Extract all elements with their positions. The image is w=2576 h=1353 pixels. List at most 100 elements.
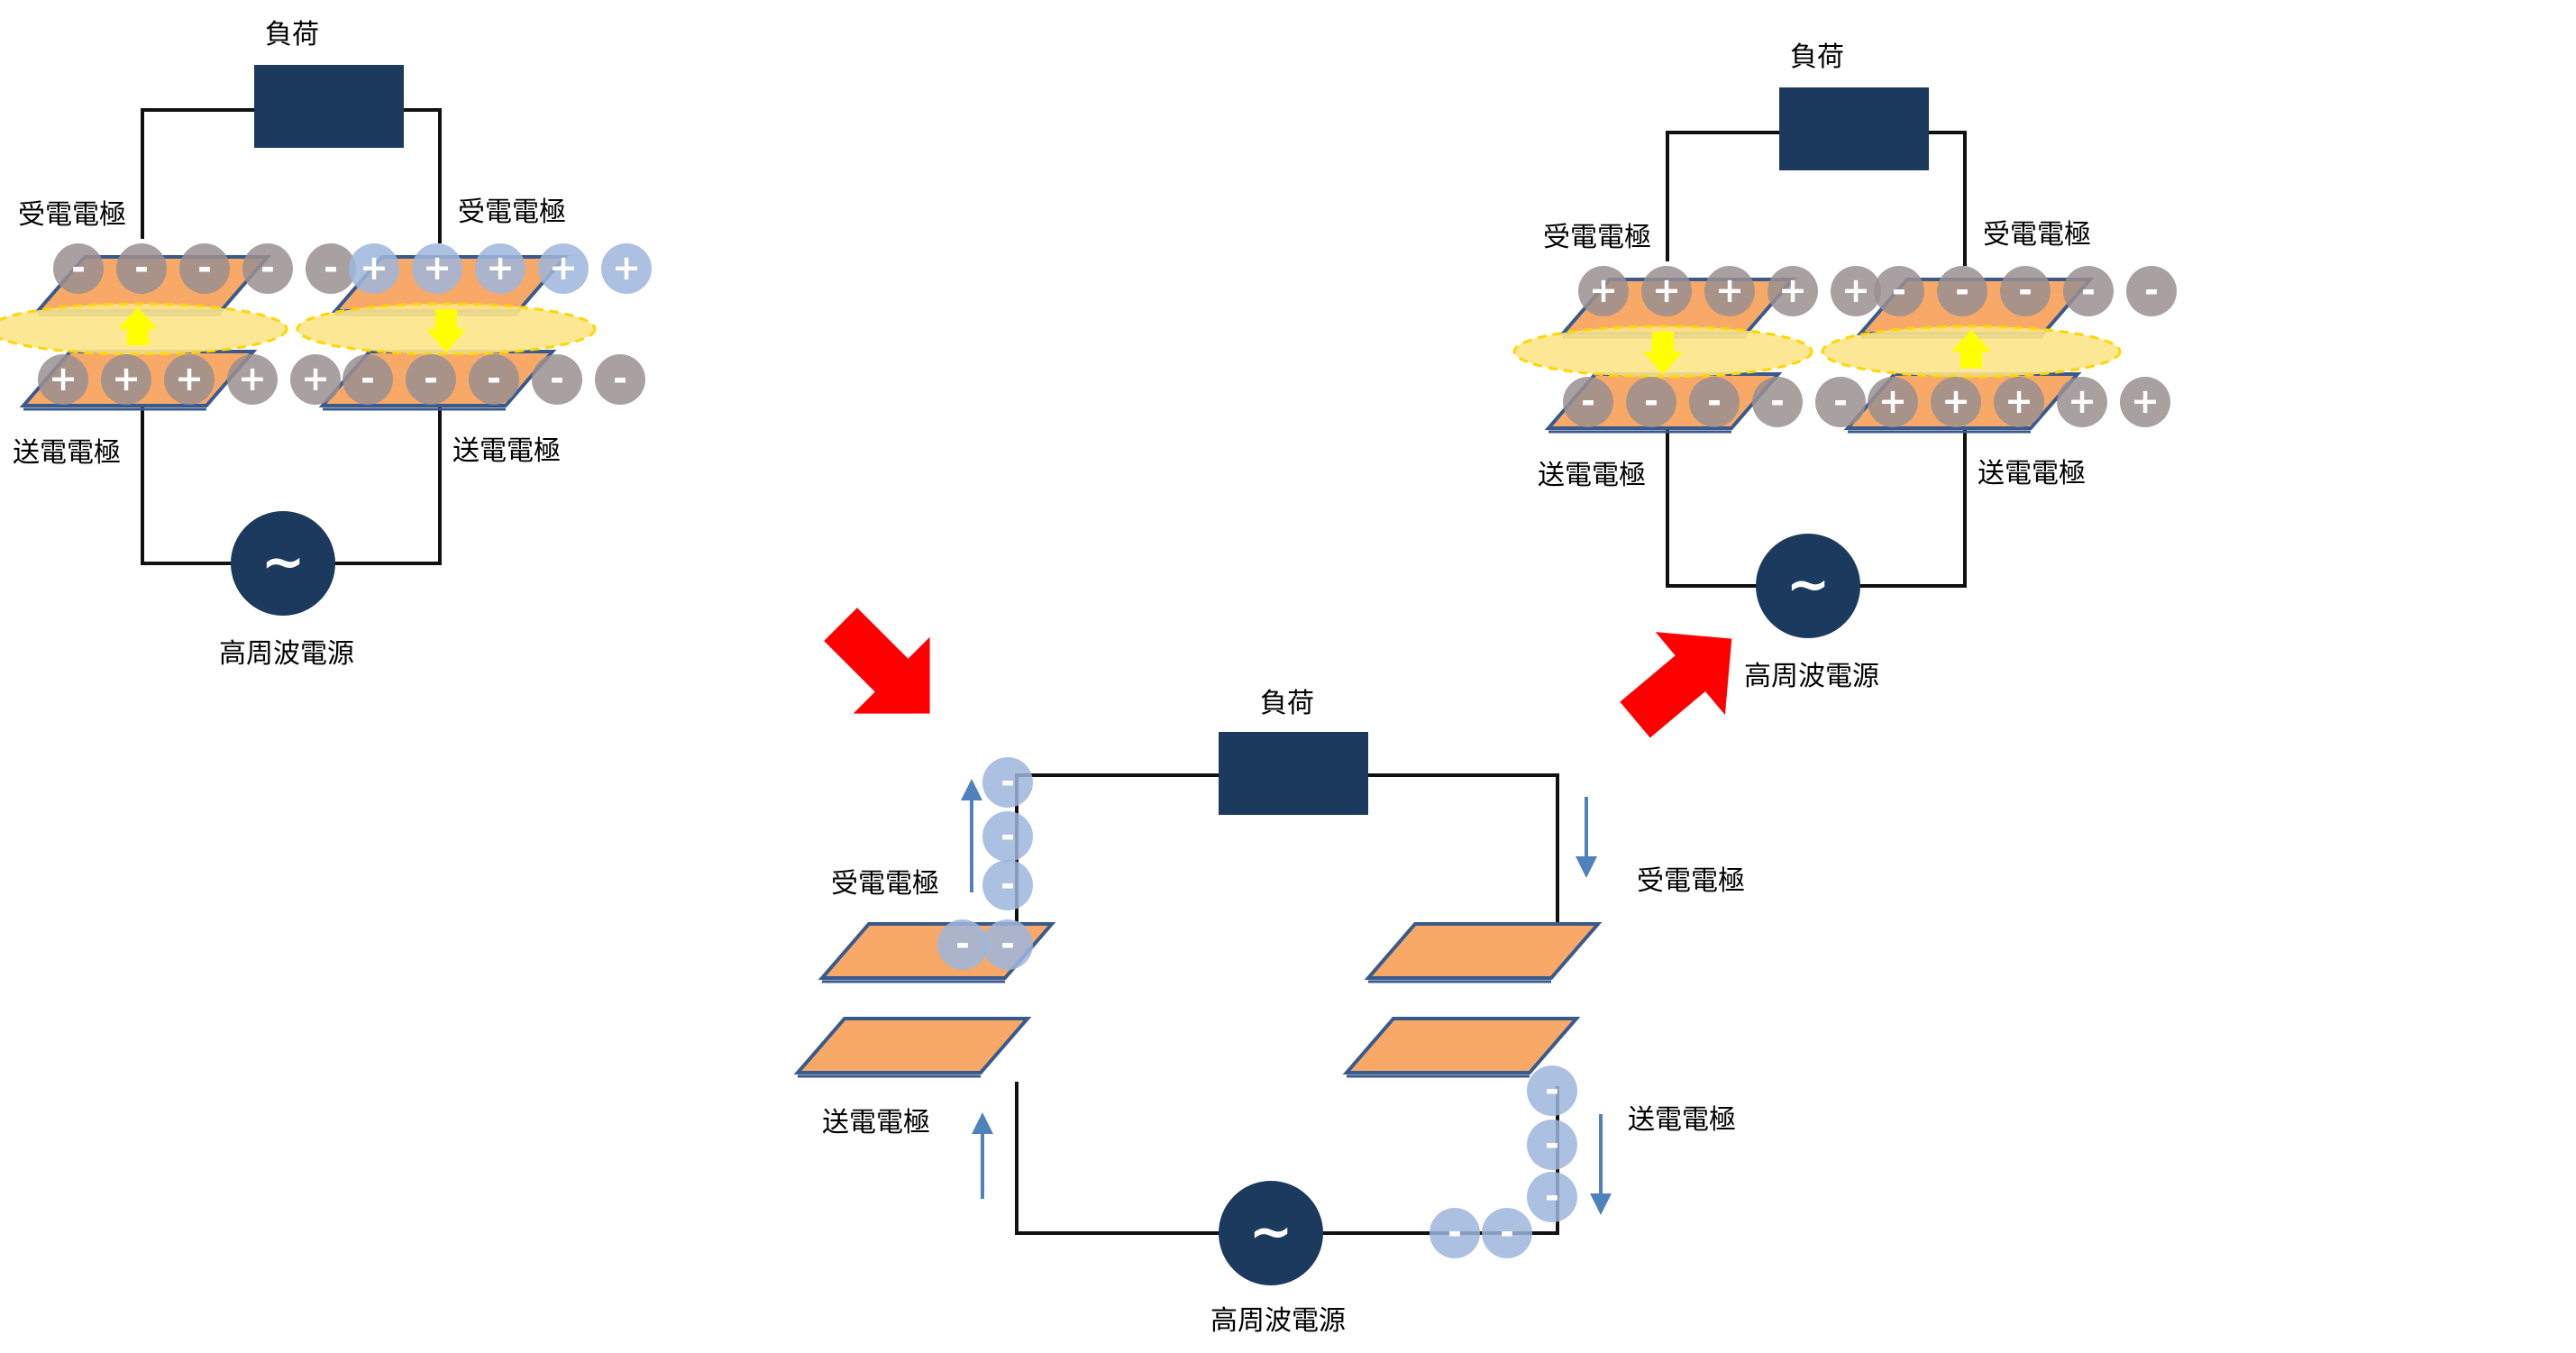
- panel1-left-receive-charge-5-sign: -: [324, 248, 338, 288]
- panel2-send-flow-charge-1: [1527, 1065, 1577, 1116]
- panel2-send-flow-charge-4: [1482, 1208, 1532, 1258]
- panel2-send-flow-charge-2-sign: -: [1545, 1124, 1559, 1164]
- panel3-left-receive-charge-5: [1831, 266, 1881, 316]
- panel3-left-send-charge-3: [1689, 377, 1740, 427]
- panel1-load-label: 負荷: [265, 19, 319, 50]
- stage-arrow-down-right-shape: [824, 608, 930, 714]
- panel2-send-flow-charge-2: [1527, 1120, 1577, 1170]
- panel3-left-receive-charge-1-sign: +: [1589, 270, 1618, 310]
- panel1-left-field-arrow: [118, 307, 158, 345]
- panel1-left-send-charge-1: [38, 354, 88, 405]
- panel3-right-send-charge-4-sign: +: [2068, 381, 2096, 421]
- panel1-right-receive-charge-2-sign: +: [423, 248, 452, 288]
- panel1-left-send-charge-4-sign: +: [238, 359, 267, 398]
- panel3-right-receive-charge-4-sign: -: [2081, 270, 2096, 310]
- panel1-right-send-charge-1-sign: -: [361, 359, 375, 398]
- panel1-right-receive-charge-5: [601, 243, 652, 294]
- panel3-left-receive-charge-4-sign: +: [1778, 270, 1807, 310]
- panel2-source-symbol: ~: [1249, 1201, 1293, 1262]
- panel1-left-receive-charge-2-sign: -: [134, 248, 149, 288]
- panel3-left-send-charge-2-sign: -: [1644, 381, 1658, 421]
- panel1-left-send-label: 送電電極: [13, 437, 121, 469]
- panel1-left-receive-charge-4: [242, 243, 293, 294]
- panel2-source: [1219, 1181, 1323, 1285]
- panel3-left-receive-label: 受電電極: [1543, 222, 1651, 253]
- panel3-right-send-charge-4: [2057, 377, 2107, 427]
- panel1-left-receive-charge-3-sign: -: [197, 248, 212, 288]
- panel3-right-receive-charge-4: [2063, 266, 2114, 316]
- panel3-right-receive-charge-2-sign: -: [1955, 270, 1969, 310]
- panel1-left-receive-charge-2: [116, 243, 167, 294]
- panel2-send-flow-charge-3-sign: -: [1545, 1176, 1559, 1216]
- panel1-right-receive-charge-4-sign: +: [549, 248, 578, 288]
- panel1-right-send-charge-4: [532, 354, 582, 405]
- panel3-left-send-charge-1-sign: -: [1581, 381, 1595, 421]
- labels: 負荷高周波電源受電電極送電電極受電電極送電電極負荷高周波電源受電電極送電電極受電…: [13, 19, 2091, 1337]
- panel3-left-send-charge-3-sign: -: [1707, 381, 1722, 421]
- panel3-right-receive-charge-1: [1874, 266, 1924, 316]
- stage-arrow-up-right: [1620, 632, 1732, 738]
- panel3-left-send-label: 送電電極: [1538, 460, 1646, 491]
- panel3-right-send-charge-2: [1931, 377, 1981, 427]
- panel1-left-send-charge-2-sign: +: [112, 359, 141, 398]
- panel1-right-send-charge-3: [469, 354, 519, 405]
- panel2-right-receive-label: 受電電極: [1637, 865, 1745, 897]
- panel1-load-box: [254, 65, 404, 148]
- panel2-send-flow-charge-4-sign: -: [1500, 1212, 1514, 1252]
- panel1-right-receive-charge-2: [412, 243, 462, 294]
- panel1-right-send-label: 送電電極: [452, 435, 561, 467]
- panel3-right-receive-charge-3: [2000, 266, 2051, 316]
- panel2-receive-flow-charge-1-sign: -: [1000, 762, 1015, 801]
- stage-arrow-up-right-shape: [1620, 632, 1732, 738]
- charges: -----++++++++++-----+++++----------+++++…: [38, 243, 2177, 1258]
- panel1-right-receive-charge-5-sign: +: [612, 248, 641, 288]
- panel2-left-send-plate: [793, 1017, 1032, 1074]
- panel1-right-receive-charge-3-sign: +: [486, 248, 515, 288]
- panel1-right-send-charge-3-sign: -: [487, 359, 501, 398]
- panel3-right-receive-charge-3-sign: -: [2018, 270, 2032, 310]
- panel2-left-send-label: 送電電極: [822, 1107, 930, 1138]
- panel3-left-receive-charge-2-sign: +: [1652, 270, 1681, 310]
- panel2-right-send-label: 送電電極: [1628, 1104, 1736, 1136]
- panel1-source: [231, 511, 335, 616]
- panel2-receive-flow-charge-2-sign: -: [1000, 816, 1015, 855]
- panel3-left-send-charge-4-sign: -: [1770, 381, 1785, 421]
- panel1-left-send-charge-3-sign: +: [175, 359, 204, 398]
- panel1-left-receive-charge-3: [179, 243, 230, 294]
- panel2-receive-flow-charge-5: [937, 919, 988, 970]
- panel2-right-send-plate: [1342, 1017, 1581, 1074]
- panel3-right-send-charge-2-sign: +: [1941, 381, 1970, 421]
- panel3-left-receive-charge-3: [1704, 266, 1755, 316]
- panel3-right-send-label: 送電電極: [1978, 458, 2086, 489]
- panel3-left-send-charge-1: [1563, 377, 1613, 427]
- panel3-right-send-charge-1: [1868, 377, 1918, 427]
- panel1-left-receive-charge-1: [53, 243, 104, 294]
- panel3-load-box: [1779, 87, 1929, 170]
- stage-arrow-down-right: [824, 608, 930, 714]
- panel1-right-send-charge-4-sign: -: [550, 359, 564, 398]
- panel3-right-send-charge-5: [2120, 377, 2170, 427]
- panel3-left-receive-charge-2: [1641, 266, 1692, 316]
- panel2-receive-flow-charge-3-sign: -: [1000, 864, 1015, 904]
- panel1-left-send-charge-5-sign: +: [301, 359, 330, 398]
- panel1-left-receive-charge-1-sign: -: [71, 248, 86, 288]
- panel3-right-receive-label: 受電電極: [1983, 219, 2091, 251]
- panel2-receive-flow-charge-3: [982, 860, 1033, 910]
- panel2-receive-flow-charge-5-sign: -: [955, 924, 970, 964]
- panel3-left-send-charge-4: [1752, 377, 1803, 427]
- panel3-right-receive-charge-2: [1937, 266, 1987, 316]
- panel2-load-label: 負荷: [1260, 688, 1314, 719]
- panel3-right-receive-charge-5-sign: -: [2144, 270, 2159, 310]
- panel1-left-receive-charge-4-sign: -: [260, 248, 275, 288]
- panel1-left-receive-charge-5: [306, 243, 356, 294]
- panel1-right-receive-charge-3: [475, 243, 525, 294]
- panel1-right-send-charge-2: [406, 354, 456, 405]
- panel2-receive-flow-charge-2: [982, 811, 1033, 862]
- panel1-right-send-charge-5-sign: -: [613, 359, 627, 398]
- panel3-right-receive-charge-5: [2126, 266, 2177, 316]
- panel3-right-send-charge-5-sign: +: [2131, 381, 2160, 421]
- panel2-receive-flow-charge-4-sign: -: [1000, 924, 1015, 964]
- panel1-right-receive-charge-1: [349, 243, 399, 294]
- panel1-right-receive-charge-1-sign: +: [360, 248, 388, 288]
- panel3-right-send-charge-3-sign: +: [2005, 381, 2033, 421]
